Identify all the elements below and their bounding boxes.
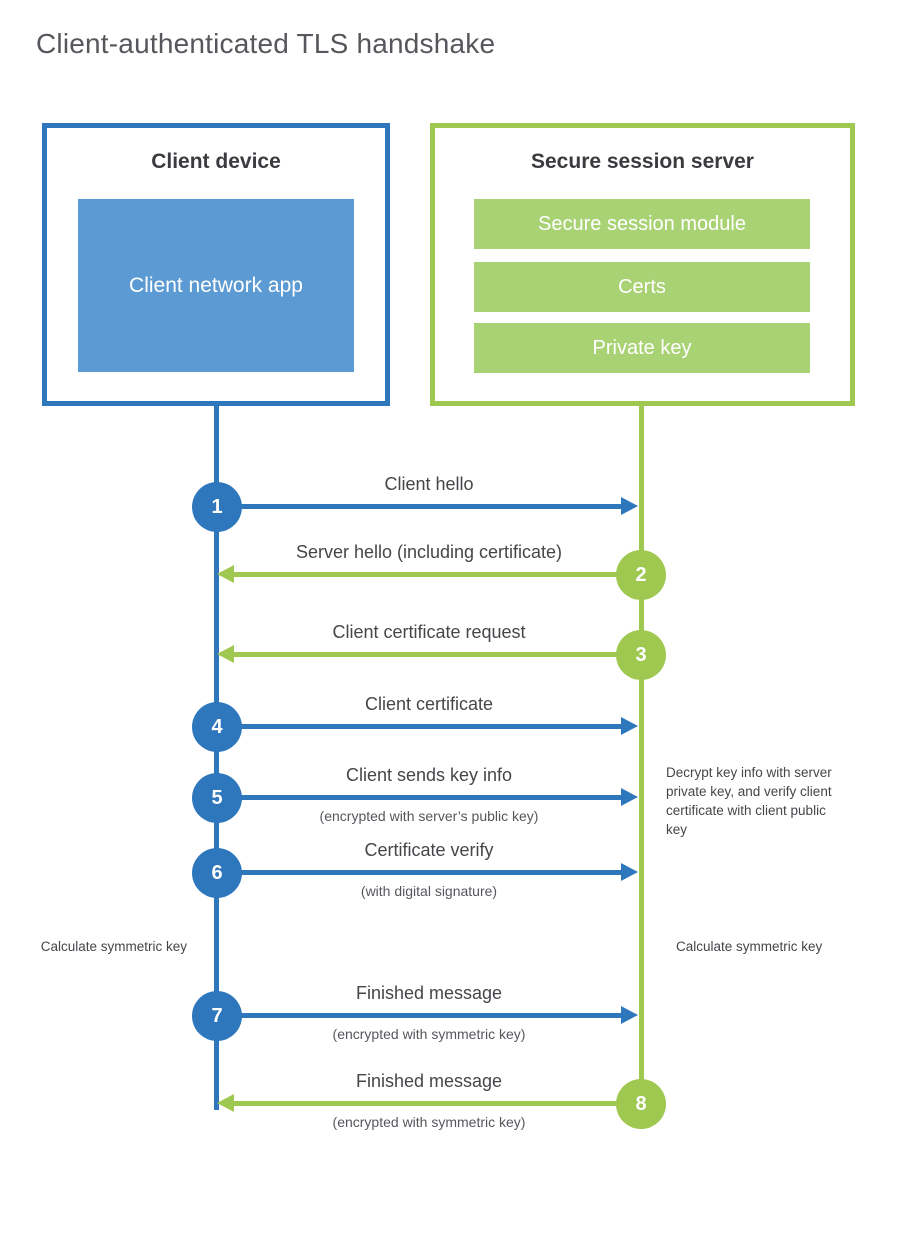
step-circle: 3: [616, 630, 666, 680]
arrowhead-right-icon: [621, 1006, 638, 1024]
message-label: Client hello: [384, 474, 474, 494]
arrow-client-to-server: [217, 863, 638, 881]
arrowhead-right-icon: [621, 863, 638, 881]
step-circle: 7: [192, 991, 242, 1041]
message-sublabel: (encrypted with server’s public key): [319, 808, 539, 824]
arrow-client-to-server: [217, 497, 638, 515]
message-sublabel: (encrypted with symmetric key): [332, 1114, 526, 1130]
secure-session-server-title: Secure session server: [531, 150, 754, 173]
client-device-box: Client device Client network app: [42, 123, 390, 406]
arrow-client-to-server: [217, 717, 638, 735]
step-circle: 8: [616, 1079, 666, 1129]
message-sublabel: (with digital signature): [360, 883, 498, 899]
arrow-client-to-server: [217, 1006, 638, 1024]
client-network-app-box: Client network app: [78, 199, 354, 372]
arrow-server-to-client: [217, 565, 641, 583]
arrow-server-to-client: [217, 645, 641, 663]
message-label: Certificate verify: [364, 840, 494, 860]
server-calculate-note: Calculate symmetric key: [676, 939, 823, 954]
step-circle: 4: [192, 702, 242, 752]
arrowhead-right-icon: [621, 717, 638, 735]
arrowhead-left-icon: [217, 645, 234, 663]
message-label: Client certificate request: [332, 622, 526, 642]
arrowhead-left-icon: [217, 1094, 234, 1112]
step-circle: 6: [192, 848, 242, 898]
step-circle: 1: [192, 482, 242, 532]
message-label: Finished message: [355, 983, 503, 1003]
client-lifeline: [214, 405, 219, 1110]
message-sublabel: (encrypted with symmetric key): [332, 1026, 526, 1042]
step-circle: 5: [192, 773, 242, 823]
arrow-client-to-server: [217, 788, 638, 806]
client-device-title: Client device: [151, 150, 281, 173]
arrowhead-right-icon: [621, 497, 638, 515]
client-calculate-note: Calculate symmetric key: [40, 939, 187, 954]
arrow-server-to-client: [217, 1094, 641, 1112]
page-title: Client-authenticated TLS handshake: [36, 28, 496, 59]
server-decrypt-note: Decrypt key info with server private key…: [666, 765, 832, 837]
server-module-private-key: Private key: [474, 323, 810, 373]
message-label: Client sends key info: [345, 765, 513, 785]
arrowhead-left-icon: [217, 565, 234, 583]
server-module-secure-session: Secure session module: [474, 199, 810, 249]
server-module-certs: Certs: [474, 262, 810, 312]
secure-session-server-box: Secure session server Secure session mod…: [430, 123, 855, 406]
arrowhead-right-icon: [621, 788, 638, 806]
server-lifeline: [639, 405, 644, 1129]
step-circle: 2: [616, 550, 666, 600]
message-label: Server hello (including certificate): [295, 542, 563, 562]
message-label: Client certificate: [364, 694, 494, 714]
message-label: Finished message: [355, 1071, 503, 1091]
client-network-app-label: Client network app: [129, 273, 303, 297]
